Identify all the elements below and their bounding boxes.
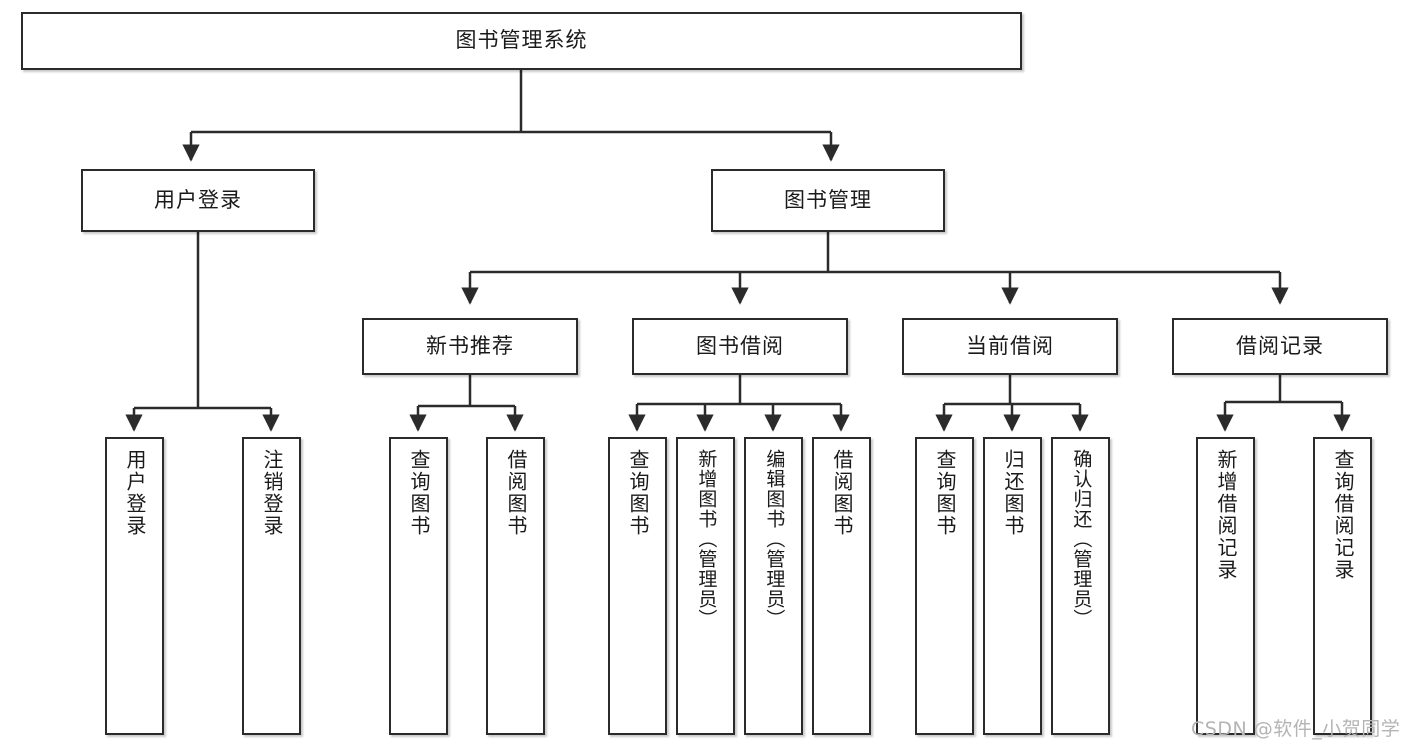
node-leaf-query-book-2[interactable]: 查询图书: [608, 437, 667, 735]
node-label: 查询图书: [933, 449, 957, 537]
node-leaf-add-book[interactable]: 新增图书（管理员）: [676, 437, 735, 735]
node-new-book-recommend[interactable]: 新书推荐: [362, 318, 578, 375]
csdn-watermark: CSDN @软件_小贺同学: [1191, 718, 1401, 740]
node-leaf-borrow-book-1[interactable]: 借阅图书: [486, 437, 545, 735]
node-leaf-query-record[interactable]: 查询借阅记录: [1313, 437, 1372, 735]
node-book-borrow[interactable]: 图书借阅: [632, 318, 848, 375]
node-label: 查询图书: [407, 449, 431, 537]
node-user-login[interactable]: 用户登录: [81, 169, 315, 232]
node-leaf-confirm-return[interactable]: 确认归还（管理员）: [1051, 437, 1110, 735]
node-label: 借阅记录: [1236, 333, 1324, 358]
node-label: 当前借阅: [966, 333, 1054, 358]
node-label: 新书推荐: [426, 333, 514, 358]
node-book-manage[interactable]: 图书管理: [711, 169, 945, 232]
node-label: 图书管理系统: [455, 28, 588, 53]
node-leaf-user-login[interactable]: 用户登录: [105, 437, 164, 735]
node-label: 归还图书: [1001, 449, 1025, 537]
node-label: 借阅图书: [504, 449, 528, 537]
node-current-borrow[interactable]: 当前借阅: [902, 318, 1118, 375]
node-leaf-return-book[interactable]: 归还图书: [983, 437, 1042, 735]
node-label: 查询图书: [626, 449, 650, 537]
node-label: 查询借阅记录: [1331, 449, 1355, 581]
node-leaf-query-book-1[interactable]: 查询图书: [389, 437, 448, 735]
node-root-system[interactable]: 图书管理系统: [21, 12, 1022, 70]
node-label: 编辑图书（管理员）: [763, 449, 786, 629]
node-leaf-query-book-3[interactable]: 查询图书: [915, 437, 974, 735]
node-leaf-edit-book[interactable]: 编辑图书（管理员）: [744, 437, 803, 735]
node-label: 借阅图书: [830, 449, 854, 537]
node-leaf-borrow-book-2[interactable]: 借阅图书: [812, 437, 871, 735]
node-label: 确认归还（管理员）: [1070, 449, 1093, 629]
node-label: 图书管理: [784, 187, 872, 212]
node-label: 用户登录: [123, 449, 147, 537]
node-label: 图书借阅: [696, 333, 784, 358]
node-label: 新增图书（管理员）: [695, 449, 718, 629]
node-label: 新增借阅记录: [1214, 449, 1238, 581]
node-leaf-logout-login[interactable]: 注销登录: [242, 437, 301, 735]
node-leaf-add-record[interactable]: 新增借阅记录: [1196, 437, 1255, 735]
node-borrow-record[interactable]: 借阅记录: [1172, 318, 1388, 375]
node-label: 用户登录: [154, 187, 242, 212]
node-label: 注销登录: [260, 449, 284, 537]
